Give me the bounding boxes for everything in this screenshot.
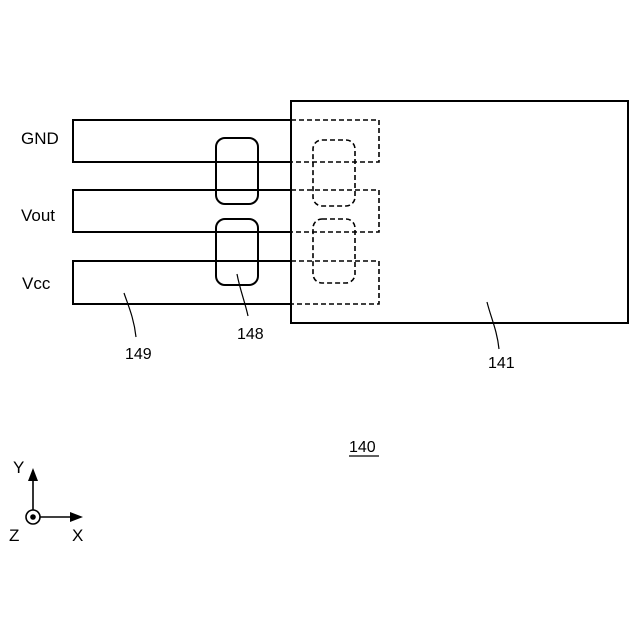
leader-148 xyxy=(237,274,248,316)
chip-body-141 xyxy=(291,101,628,323)
leader-149 xyxy=(124,293,136,337)
ref-141: 141 xyxy=(488,355,515,372)
figure-number: 140 xyxy=(349,439,376,456)
axis-label-z: Z xyxy=(9,526,19,545)
axis-label-x: X xyxy=(72,526,83,545)
connector-148-upper xyxy=(216,138,258,204)
terminal-label-vout: Vout xyxy=(21,206,55,225)
lead-gnd-hidden xyxy=(291,120,379,162)
lead-vcc-hidden xyxy=(291,261,379,304)
ref-148: 148 xyxy=(237,326,264,343)
axis-label-y: Y xyxy=(13,458,24,477)
hidden-element-upper xyxy=(313,140,355,206)
ref-149: 149 xyxy=(125,346,152,363)
lead-vout-hidden xyxy=(291,190,379,232)
terminal-label-gnd: GND xyxy=(21,129,59,148)
leader-141 xyxy=(487,302,499,349)
terminal-label-vcc: Vcc xyxy=(22,274,51,293)
hidden-element-lower xyxy=(313,219,355,283)
coordinate-axes xyxy=(26,468,83,524)
